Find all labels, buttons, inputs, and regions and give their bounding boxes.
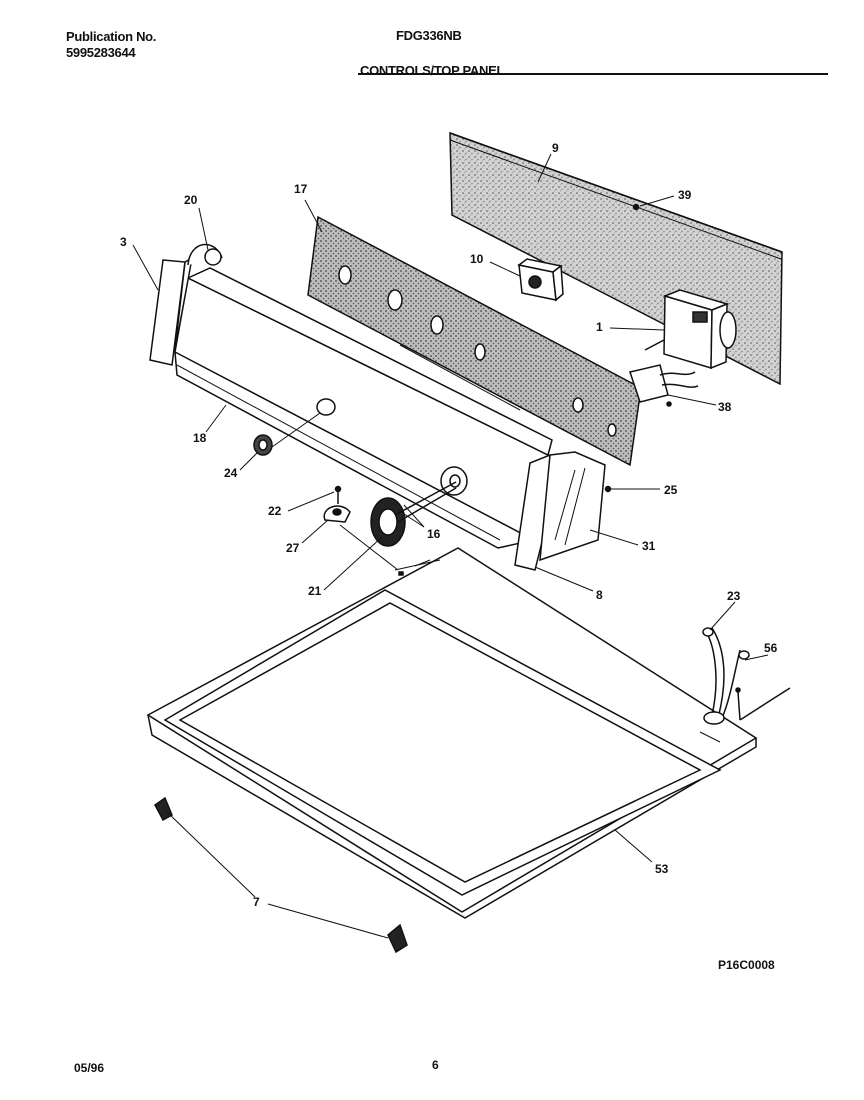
callout-1: 1 <box>596 320 603 334</box>
callout-25: 25 <box>664 483 678 497</box>
callout-8: 8 <box>596 588 603 602</box>
right-end-cap-part <box>514 451 606 571</box>
callout-31: 31 <box>642 539 656 553</box>
callout-10: 10 <box>470 252 484 266</box>
top-panel-part <box>146 547 758 919</box>
title-rule <box>358 73 828 75</box>
wire-harness-part <box>702 627 791 725</box>
callout-3: 3 <box>120 235 127 249</box>
switch-part <box>517 258 564 302</box>
callout-17: 17 <box>294 182 308 196</box>
callout-21: 21 <box>308 584 322 598</box>
callout-53: 53 <box>655 862 669 876</box>
left-end-cap-part <box>149 243 223 366</box>
callout-22: 22 <box>268 504 282 518</box>
callout-38: 38 <box>718 400 732 414</box>
publication-date: 05/96 <box>74 1061 105 1075</box>
callout-20: 20 <box>184 193 198 207</box>
callout-39: 39 <box>678 188 692 202</box>
callout-24: 24 <box>224 466 238 480</box>
knob-part <box>253 434 273 456</box>
callout-23: 23 <box>727 589 741 603</box>
timer-part <box>644 289 737 370</box>
page-number: 6 <box>432 1058 439 1072</box>
publication-label: Publication No. <box>66 29 157 44</box>
callout-7: 7 <box>253 895 260 909</box>
hinge-clip-part <box>154 796 408 954</box>
leader-lines <box>132 153 769 939</box>
model-number: FDG336NB <box>396 28 462 43</box>
callout-18: 18 <box>193 431 207 445</box>
harness-connector-part <box>629 364 699 407</box>
clip-part <box>323 485 351 523</box>
callout-27: 27 <box>286 541 300 555</box>
control-board-part <box>307 215 642 467</box>
callout-9: 9 <box>552 141 559 155</box>
publication-number: 5995283644 <box>66 45 136 60</box>
diagram-code: P16C0008 <box>718 958 775 972</box>
callout-labels: 9 39 17 20 3 10 1 38 18 24 25 22 27 16 3… <box>120 141 778 909</box>
callout-56: 56 <box>764 641 778 655</box>
callout-16: 16 <box>427 527 441 541</box>
